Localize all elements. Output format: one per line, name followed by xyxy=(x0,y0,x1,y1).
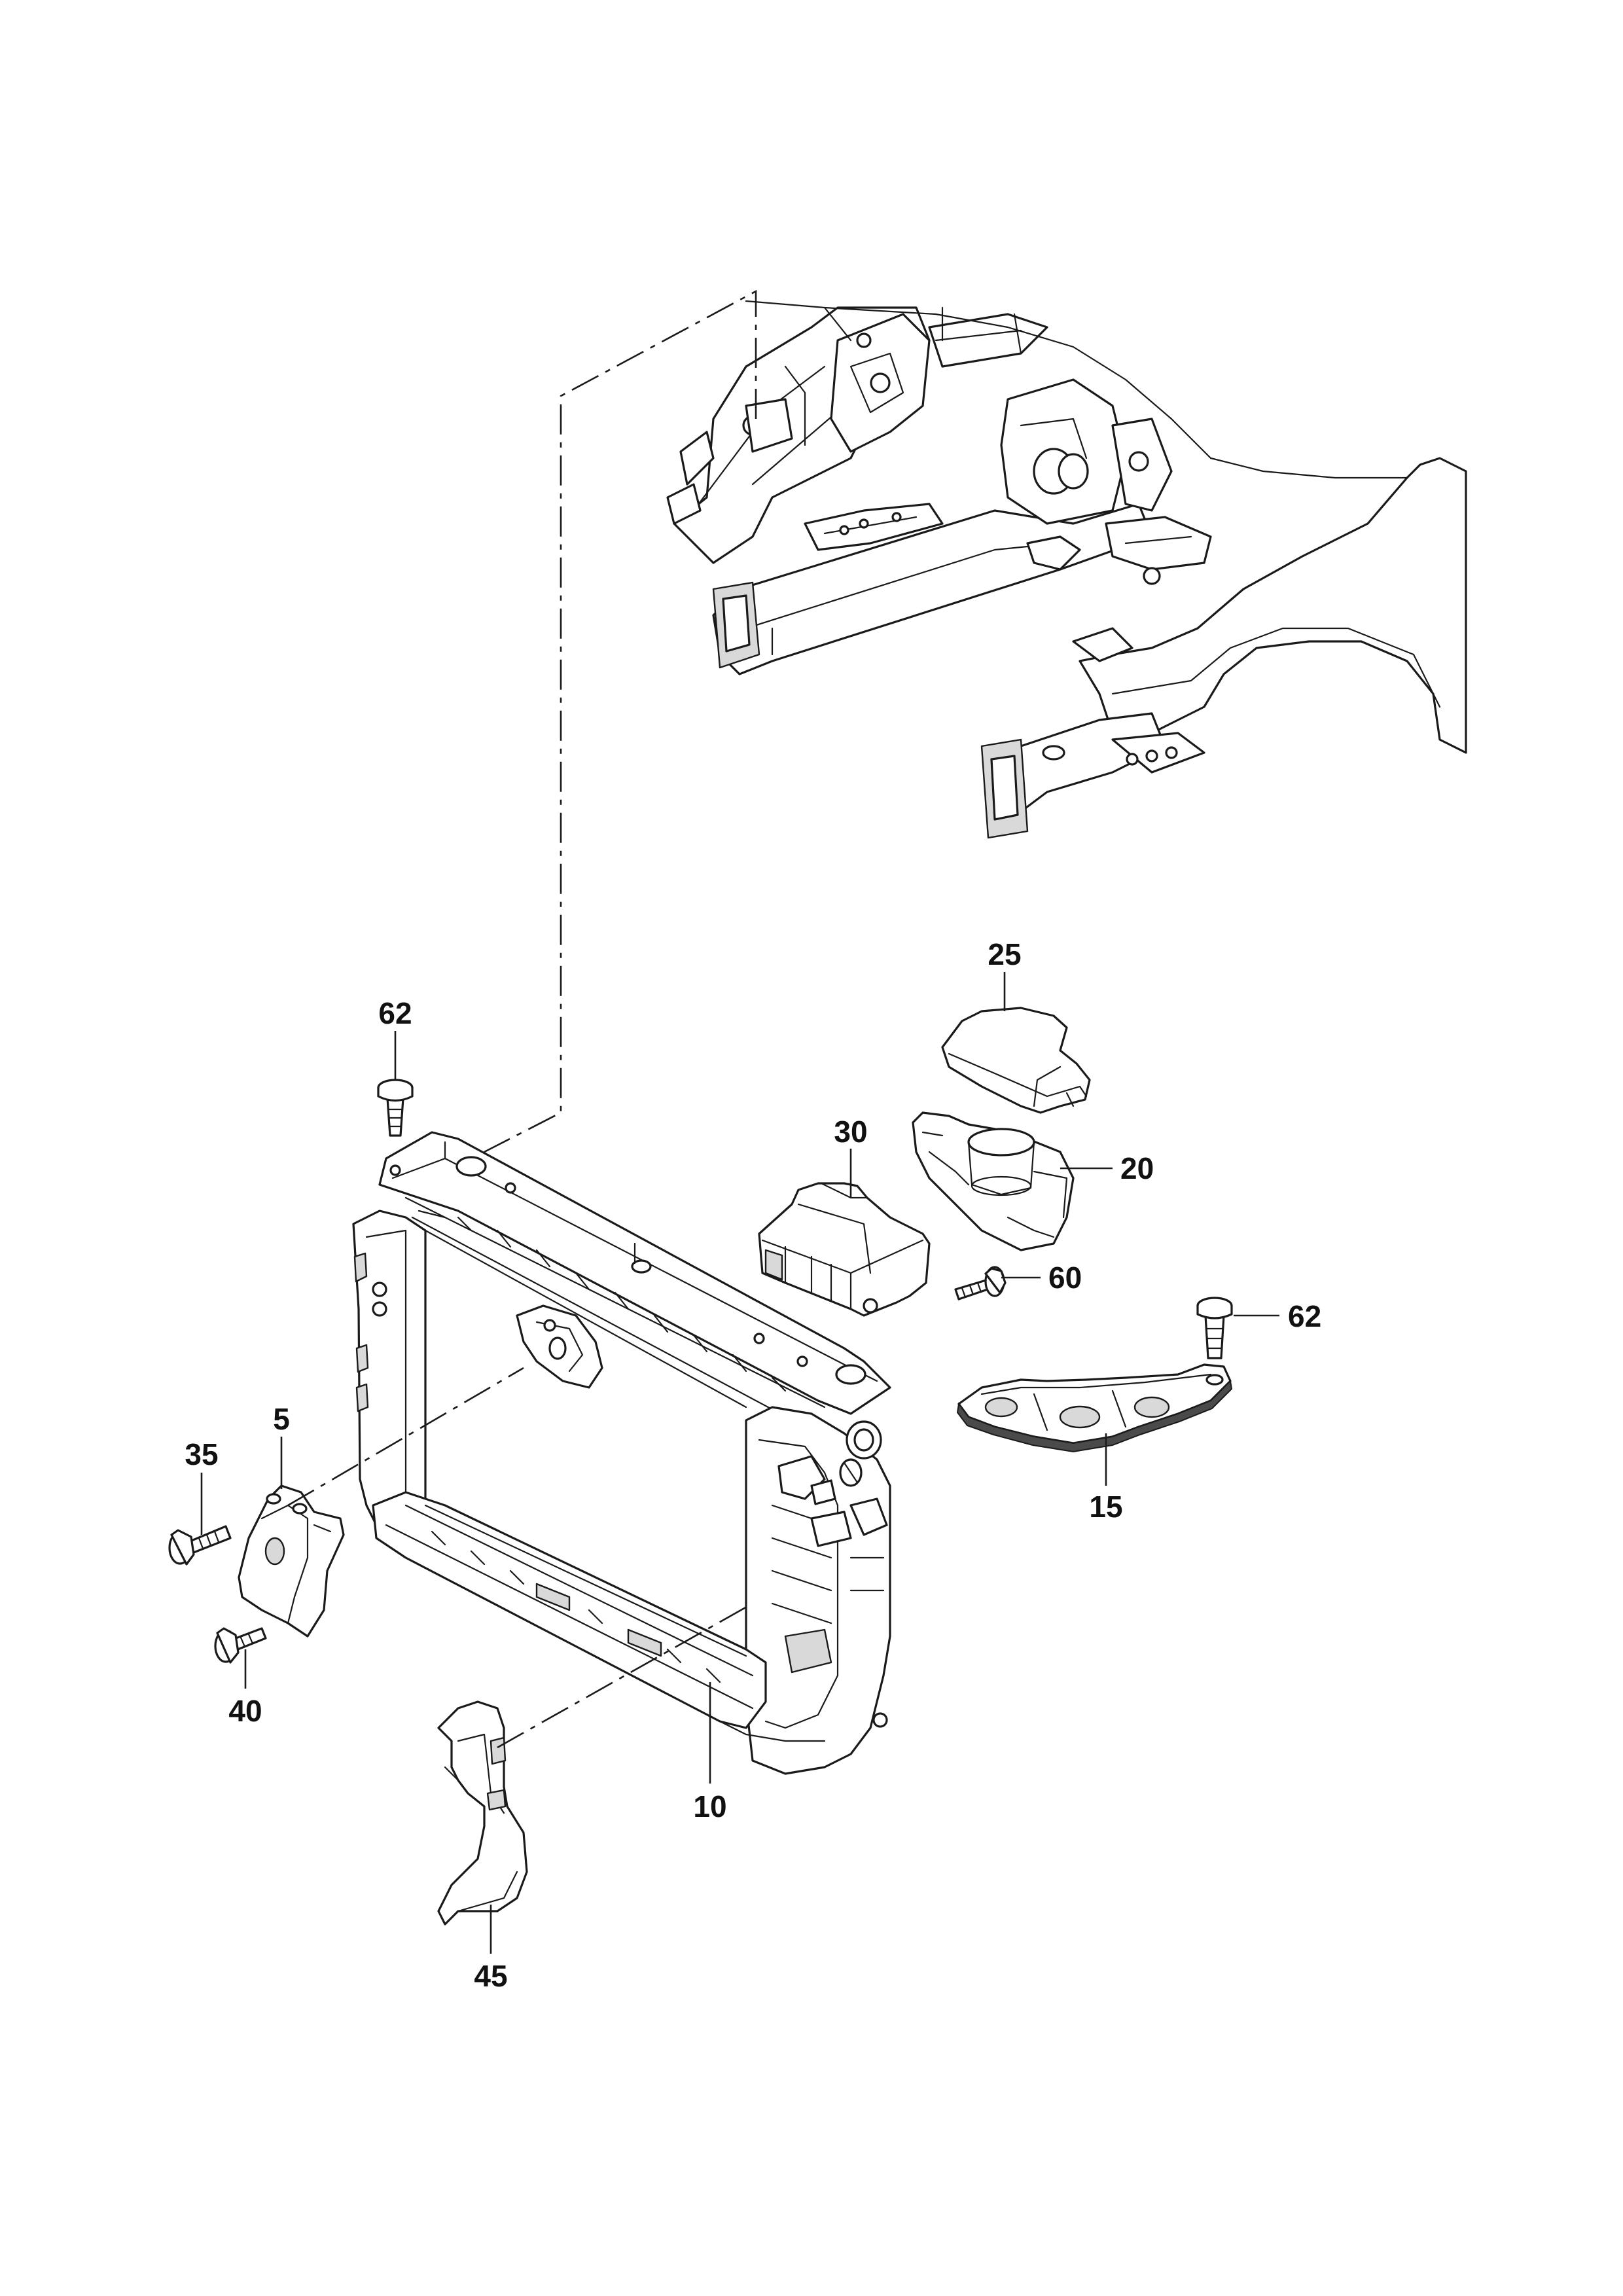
part-5-bracket xyxy=(238,1484,345,1638)
part-15-bracket xyxy=(956,1363,1233,1453)
callout-15: 15 xyxy=(1089,1490,1122,1524)
callout-62-left: 62 xyxy=(378,996,412,1030)
callout-35: 35 xyxy=(185,1437,218,1471)
vehicle-front-body-structure xyxy=(666,300,1467,839)
callout-10: 10 xyxy=(693,1789,726,1823)
part-60-screw xyxy=(954,1266,1007,1300)
part-40-bolt xyxy=(214,1627,267,1664)
phantom-line xyxy=(484,289,757,1153)
callout-62-right: 62 xyxy=(1288,1299,1321,1333)
part-62-bolt-right xyxy=(1196,1297,1233,1359)
callout-5: 5 xyxy=(273,1402,290,1436)
callout-30: 30 xyxy=(834,1115,867,1149)
phantom-line-part-45 xyxy=(497,1602,753,1749)
callout-25: 25 xyxy=(988,937,1021,971)
callout-45: 45 xyxy=(474,1959,507,1993)
part-20-air-duct-housing xyxy=(912,1111,1075,1251)
part-30-air-guide xyxy=(758,1182,931,1317)
part-62-bolt-left xyxy=(377,1079,414,1137)
callout-40: 40 xyxy=(228,1694,262,1728)
callout-20: 20 xyxy=(1120,1151,1154,1185)
part-25-air-duct-cover xyxy=(941,1007,1091,1114)
part-45-air-guide xyxy=(437,1700,528,1926)
callout-60: 60 xyxy=(1048,1261,1082,1295)
part-10-lock-carrier xyxy=(352,1131,891,1775)
phantom-line-part-5 xyxy=(287,1367,524,1507)
part-35-bolt xyxy=(168,1525,232,1566)
